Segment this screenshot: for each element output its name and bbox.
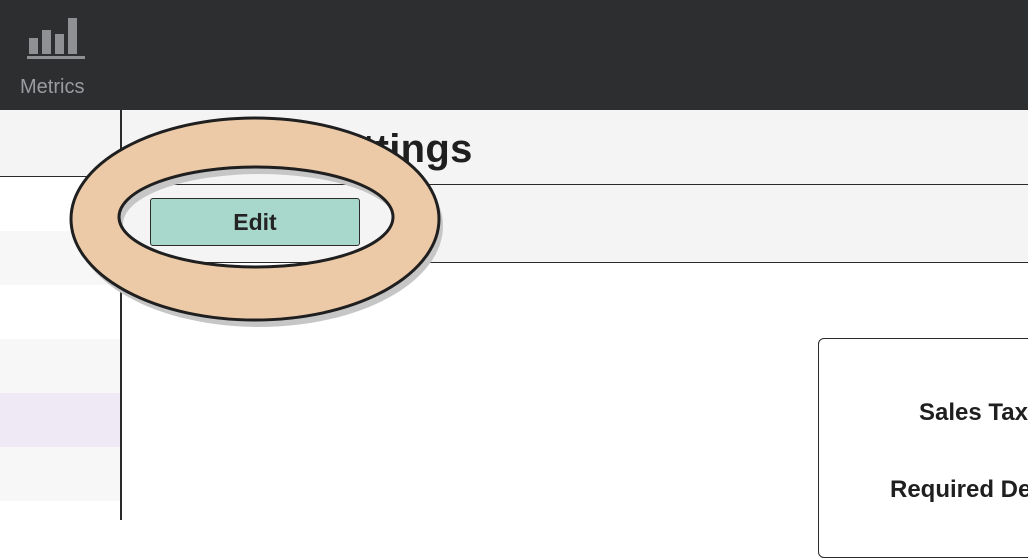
sidebar-header (0, 110, 120, 177)
nav-metrics-label: Metrics (20, 76, 85, 98)
required-label: Required De (890, 476, 1028, 503)
sidebar-row[interactable] (0, 231, 120, 285)
settings-card (818, 338, 1028, 558)
sidebar-row[interactable] (0, 177, 120, 231)
page-header: ttings (122, 110, 1028, 185)
sidebar-row[interactable] (0, 447, 120, 501)
nav-metrics[interactable]: Metrics (12, 10, 102, 100)
sidebar-row-selected[interactable] (0, 393, 120, 447)
edit-button[interactable]: Edit (150, 198, 360, 246)
sidebar-row[interactable] (0, 339, 120, 393)
bar-chart-icon (27, 18, 85, 59)
page-title: ttings (362, 127, 473, 171)
sidebar (0, 110, 120, 520)
sales-tax-label: Sales Tax (919, 399, 1028, 426)
top-bar: Metrics (0, 0, 1028, 110)
sidebar-row[interactable] (0, 285, 120, 339)
